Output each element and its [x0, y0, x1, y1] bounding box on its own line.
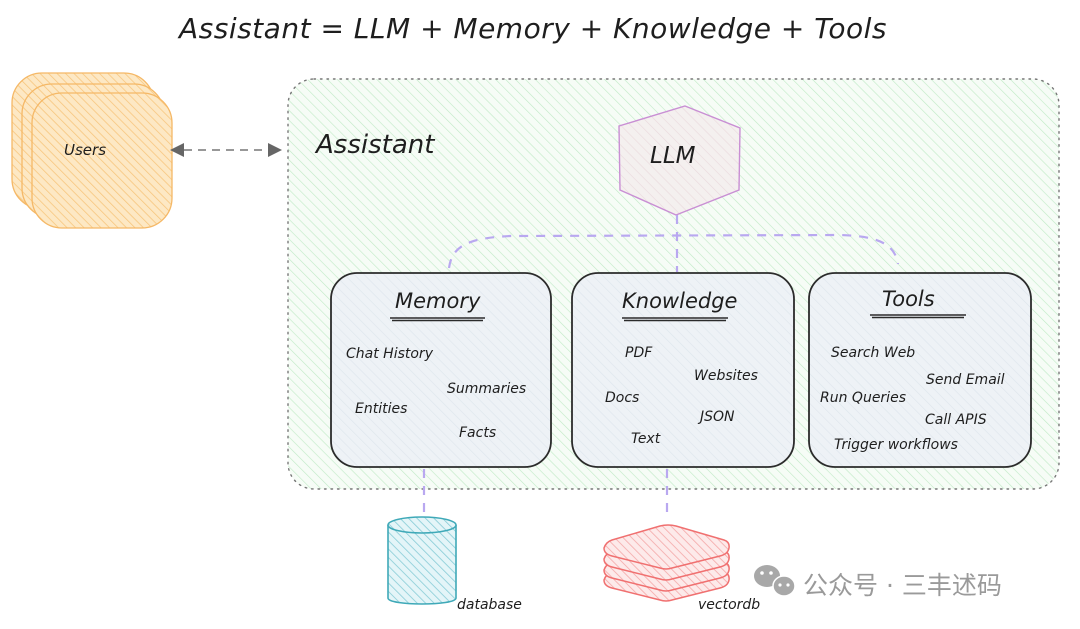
memory-item: Chat History [346, 346, 433, 362]
wechat-icon [754, 565, 796, 597]
tools-item: Run Queries [820, 390, 906, 406]
database-icon[interactable] [387, 516, 457, 605]
memory-title: Memory [395, 289, 481, 313]
diagram-title: Assistant = LLM + Memory + Knowledge + T… [178, 12, 888, 45]
vectordb-label: vectordb [698, 597, 761, 613]
memory-item: Facts [459, 425, 497, 441]
knowledge-title: Knowledge [622, 289, 738, 313]
vectordb-icon[interactable] [603, 524, 730, 602]
knowledge-item: JSON [700, 409, 735, 425]
llm-label: LLM [650, 143, 696, 169]
tools-item: Send Email [926, 372, 1005, 388]
memory-item: Entities [355, 401, 408, 417]
knowledge-card[interactable] [571, 272, 795, 468]
knowledge-item: Docs [605, 390, 640, 406]
memory-item: Summaries [447, 381, 527, 397]
tools-item: Search Web [831, 345, 916, 361]
users-shape[interactable] [11, 72, 173, 229]
database-label: database [457, 597, 522, 613]
knowledge-item: PDF [625, 345, 653, 361]
users-assistant-arrow [170, 143, 282, 157]
memory-card[interactable] [330, 272, 552, 468]
tools-item: Trigger workflows [834, 437, 958, 453]
knowledge-item: Text [631, 431, 661, 447]
assistant-label: Assistant [316, 130, 435, 160]
tools-title: Tools [882, 287, 935, 311]
users-label: Users [64, 141, 107, 159]
watermark-text: 公众号 · 三丰述码 [803, 571, 1002, 600]
tools-item: Call APIS [925, 412, 987, 428]
card-title-underlines [390, 314, 966, 322]
knowledge-item: Websites [694, 368, 758, 384]
llm-connectors [422, 215, 900, 520]
tools-card[interactable] [808, 272, 1032, 468]
